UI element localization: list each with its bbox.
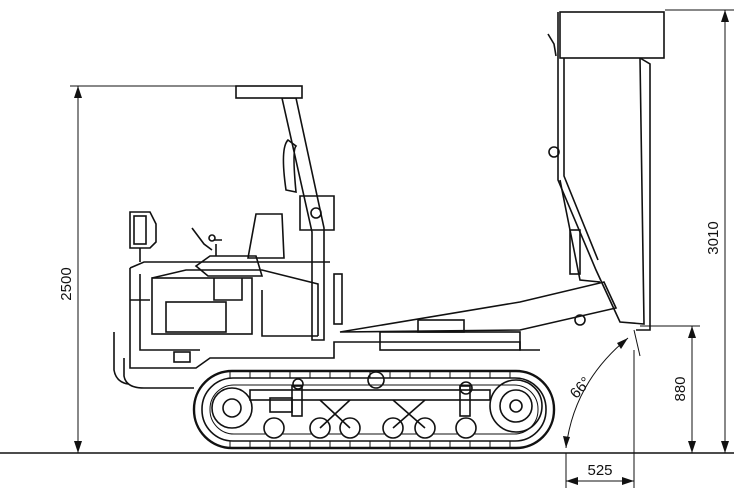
crawler-track: [192, 369, 556, 450]
dimension-label-3010: 3010: [705, 221, 722, 254]
dimension-label-880: 880: [672, 376, 689, 401]
dump-skip: [339, 11, 665, 333]
dimension-label-525: 525: [587, 462, 612, 479]
dimension-overall-height: 2500: [58, 85, 300, 453]
dimension-dump-height: 880: [640, 325, 700, 453]
dimension-label-2500: 2500: [58, 267, 75, 300]
machine-body: [113, 85, 540, 389]
dimension-label-66: 66°: [567, 374, 595, 402]
dimension-tipping-height: 3010: [665, 9, 734, 453]
dimension-dump-reach: 525: [565, 350, 635, 488]
dimension-dump-angle: 66°: [563, 329, 641, 449]
